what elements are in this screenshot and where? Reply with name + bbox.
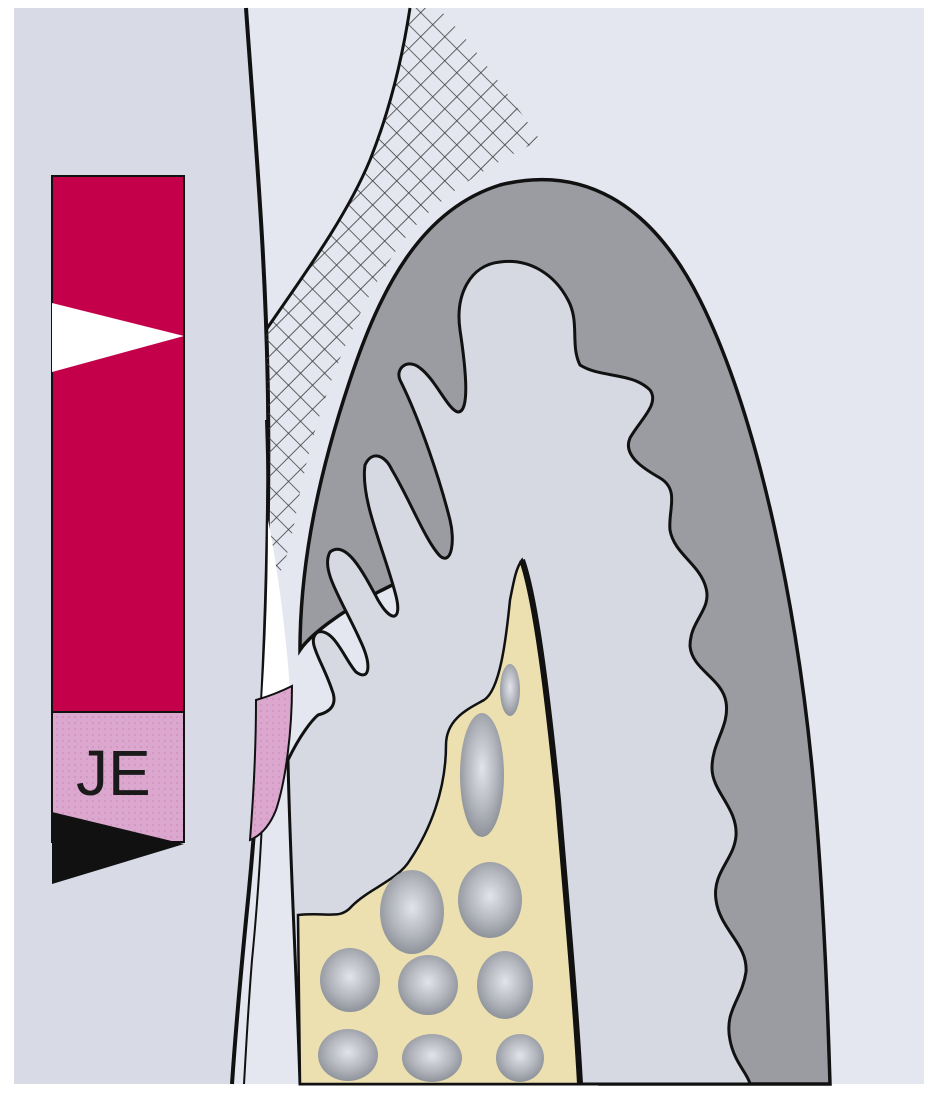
je-label: JE: [76, 737, 151, 809]
zone-bar: JE: [52, 176, 184, 884]
bar-crimson-segment: [52, 176, 184, 712]
